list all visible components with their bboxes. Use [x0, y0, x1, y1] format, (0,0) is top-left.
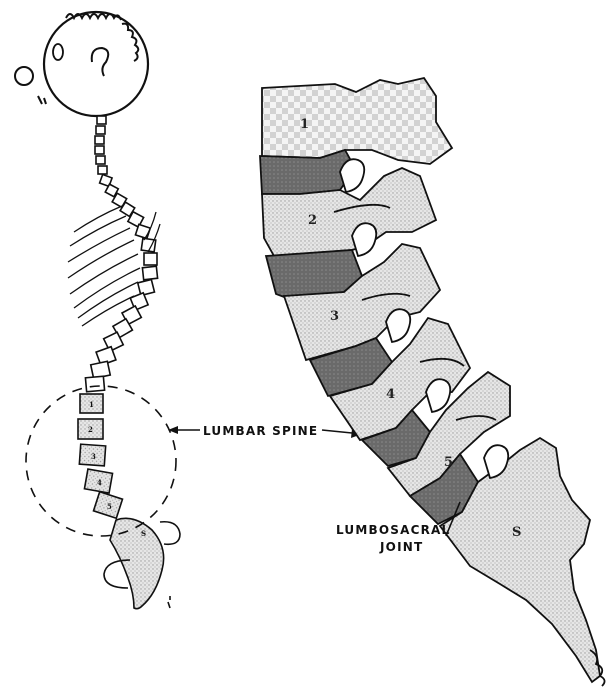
vertebra-number-3: 3 — [330, 309, 339, 324]
cervical-vertebra — [96, 126, 105, 134]
cervical-vertebra — [95, 146, 104, 154]
arrowhead-left — [168, 426, 178, 434]
thoracic-vertebra — [142, 266, 157, 279]
articular-process — [352, 223, 376, 256]
cervical-vertebra — [95, 136, 104, 144]
articular-process — [386, 309, 410, 342]
head-illustration — [15, 12, 148, 116]
lumbar-spine-label: LUMBAR SPINE — [203, 424, 318, 438]
spine-column — [78, 116, 180, 609]
lumbar-spine-callout: LUMBAR SPINE — [168, 424, 362, 438]
vertebra-number-4: 4 — [386, 387, 395, 402]
vertebra-number-2: 2 — [308, 213, 317, 228]
callout-line-right — [322, 430, 352, 433]
cervical-vertebra — [98, 166, 107, 174]
hip-outline — [160, 522, 180, 545]
small-number-2: 2 — [88, 425, 93, 434]
vertebra-number-1: 1 — [300, 117, 309, 132]
thoracic-vertebra — [85, 376, 104, 392]
sacrum-small — [110, 518, 164, 608]
vertebra-number-s: S — [512, 525, 521, 540]
small-number-s: S — [141, 529, 146, 538]
cervical-vertebra — [96, 156, 105, 164]
articular-process — [426, 379, 450, 412]
thoracic-vertebra — [144, 253, 157, 265]
vertebra-number-5: 5 — [444, 455, 453, 470]
small-number-3: 3 — [91, 452, 96, 461]
small-number-4: 4 — [97, 478, 102, 487]
articular-process — [340, 159, 364, 192]
lumbosacral-label-line2: JOINT — [379, 540, 423, 554]
coccyx-tip — [168, 596, 170, 608]
small-number-1: 1 — [89, 400, 94, 409]
rib-lines — [68, 206, 160, 326]
vertebra-l1 — [262, 78, 452, 164]
cervical-vertebra — [97, 116, 106, 124]
thoracic-vertebra — [135, 224, 150, 238]
thoracic-vertebra — [138, 279, 155, 295]
lumbosacral-label-line1: LUMBOSACRAL — [336, 523, 450, 537]
lumbar-detail-figure — [260, 78, 605, 686]
full-spine-figure: 1 2 3 4 5 S — [15, 12, 180, 609]
small-number-5: 5 — [107, 502, 112, 511]
